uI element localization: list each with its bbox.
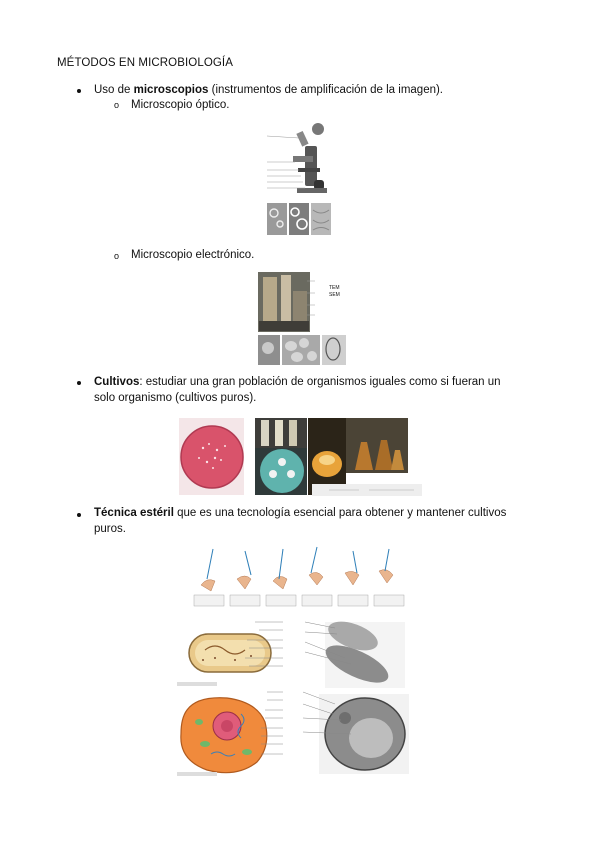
sterile-technique-figure [193, 545, 407, 609]
cell-diagrams-figure [175, 614, 413, 780]
sub-item-electron-microscope: Microscopio electrónico. [131, 249, 255, 261]
bullet-microscopios: Uso de microscopios (instrumentos de amp… [94, 83, 443, 97]
bullet-cultivos-line1: Cultivos: estudiar una gran población de… [94, 375, 501, 389]
sub-item-optical-microscope: Microscopio óptico. [131, 99, 230, 111]
bullet-bold-term: Cultivos [94, 376, 140, 388]
electron-microscope-figure [257, 271, 347, 366]
bullet-text: que es una tecnología esencial para obte… [173, 507, 507, 519]
bullet-marker [77, 381, 81, 385]
bullet-marker [77, 513, 81, 517]
bullet-bold-term: Técnica estéril [94, 507, 174, 519]
bullet-tecnica-line2: puros. [94, 523, 126, 535]
eukaryotic-cell-diagram [177, 691, 409, 776]
prokaryotic-cell-diagram [177, 621, 405, 688]
eyepiece-light-icon [312, 123, 324, 135]
bullet-text-suffix: (instrumentos de amplificación de la ima… [208, 84, 444, 96]
page-title: MÉTODOS EN MICROBIOLOGÍA [57, 57, 233, 69]
sub-bullet-marker: o [114, 100, 120, 110]
cultures-figure [179, 418, 422, 496]
bullet-bold-term: microscopios [133, 84, 209, 96]
sub-bullet-marker: o [114, 251, 120, 261]
bullet-text-prefix: Uso de [94, 84, 134, 96]
bullet-cultivos-line2: solo organismo (cultivos puros). [94, 392, 257, 404]
bullet-marker [77, 89, 81, 93]
bullet-text: : estudiar una gran población de organis… [139, 376, 501, 388]
bullet-tecnica-line1: Técnica estéril que es una tecnología es… [94, 506, 506, 520]
optical-microscope-figure [265, 120, 333, 238]
em-label-tem: TEM [329, 285, 340, 291]
em-label-sem: SEM [329, 292, 340, 298]
